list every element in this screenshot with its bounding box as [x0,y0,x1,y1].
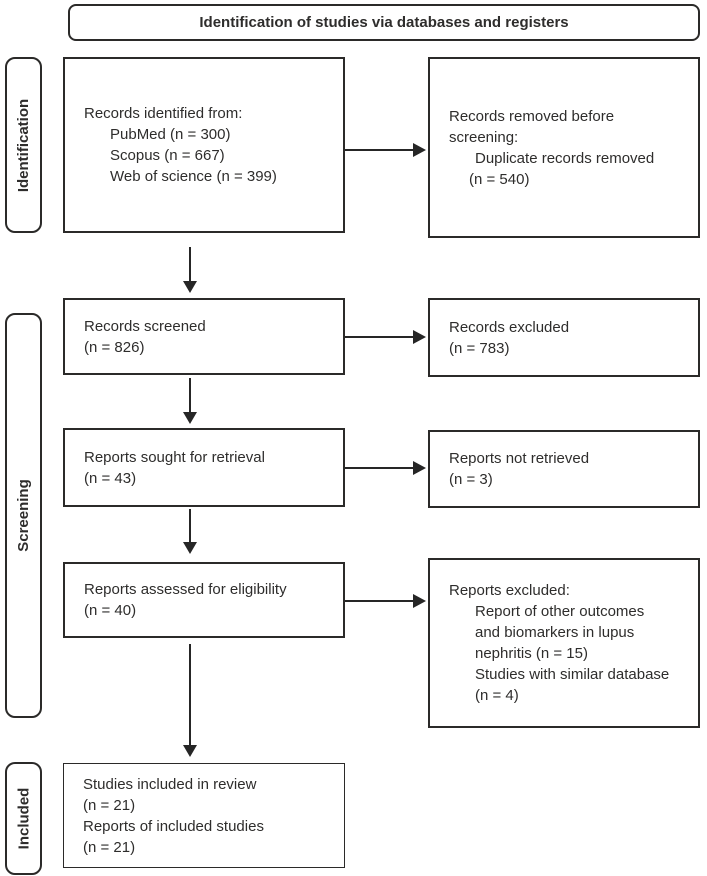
box-records-screened: Records screened (n = 826) [63,298,345,375]
arrow-right-2-head-icon [413,330,426,344]
arrow-right-4-head-icon [413,594,426,608]
box-records-excluded: Records excluded (n = 783) [428,298,700,377]
box-line: screening: [449,128,519,146]
box-line: (n = 40) [84,602,137,619]
box-line: Reports sought for retrieval [84,448,265,466]
box-line: Report of other outcomes [475,603,645,620]
arrow-down-1-line [189,247,191,283]
box-line: (n = 21) [83,796,136,814]
box-line: (n = 3) [449,471,493,488]
arrow-down-4-line [189,644,191,747]
box-line: Records identified from: [84,105,243,122]
box-line: Duplicate records removed [475,149,655,167]
box-line: (n = 783) [449,339,510,357]
arrow-down-3-line [189,509,191,544]
arrow-right-3-line [345,467,415,469]
box-reports-excluded: Reports excluded: Report of other outcom… [428,558,700,728]
box-line: (n = 826) [84,338,145,356]
box-line: PubMed (n = 300) [110,126,231,143]
box-line: (n = 540) [469,170,530,188]
box-line: Records screened [84,317,206,335]
box-line: nephritis (n = 15) [475,645,588,662]
box-line: Records excluded [449,318,570,336]
box-line: Studies included in review [83,775,257,793]
arrow-down-2-head-icon [183,412,197,424]
arrow-down-1-head-icon [183,281,197,293]
stage-screening: Screening [5,313,42,718]
arrow-right-1-line [345,149,415,151]
arrow-right-2-line [345,336,415,338]
arrow-down-3-head-icon [183,542,197,554]
box-line: Records removed before [449,107,615,125]
stage-screening-label: Screening [15,479,32,552]
box-line: Reports excluded: [449,582,570,599]
box-reports-not-retrieved: Reports not retrieved (n = 3) [428,430,700,508]
arrow-down-2-line [189,378,191,414]
arrow-down-4-head-icon [183,745,197,757]
box-line: Web of science (n = 399) [110,168,277,185]
box-line: (n = 4) [475,687,519,704]
box-studies-included: Studies included in review (n = 21) Repo… [63,763,345,868]
arrow-right-4-line [345,600,415,602]
box-line: Reports assessed for eligibility [84,581,287,598]
box-reports-assessed: Reports assessed for eligibility (n = 40… [63,562,345,638]
header-title: Identification of studies via databases … [199,14,569,31]
stage-identification: Identification [5,57,42,233]
box-line: (n = 21) [83,838,136,856]
box-line: Reports not retrieved [449,450,590,467]
box-line: Scopus (n = 667) [110,147,225,164]
box-reports-sought: Reports sought for retrieval (n = 43) [63,428,345,507]
box-records-removed-before-screening: Records removed before screening: Duplic… [428,57,700,238]
arrow-right-3-head-icon [413,461,426,475]
header-box: Identification of studies via databases … [68,4,700,41]
box-line: Reports of included studies [83,817,264,835]
box-records-identified: Records identified from: PubMed (n = 300… [63,57,345,233]
box-line: and biomarkers in lupus [475,624,635,641]
stage-identification-label: Identification [15,98,32,192]
box-line: (n = 43) [84,469,137,487]
stage-included: Included [5,762,42,875]
arrow-right-1-head-icon [413,143,426,157]
box-line: Studies with similar database [475,666,670,683]
stage-included-label: Included [15,787,33,850]
